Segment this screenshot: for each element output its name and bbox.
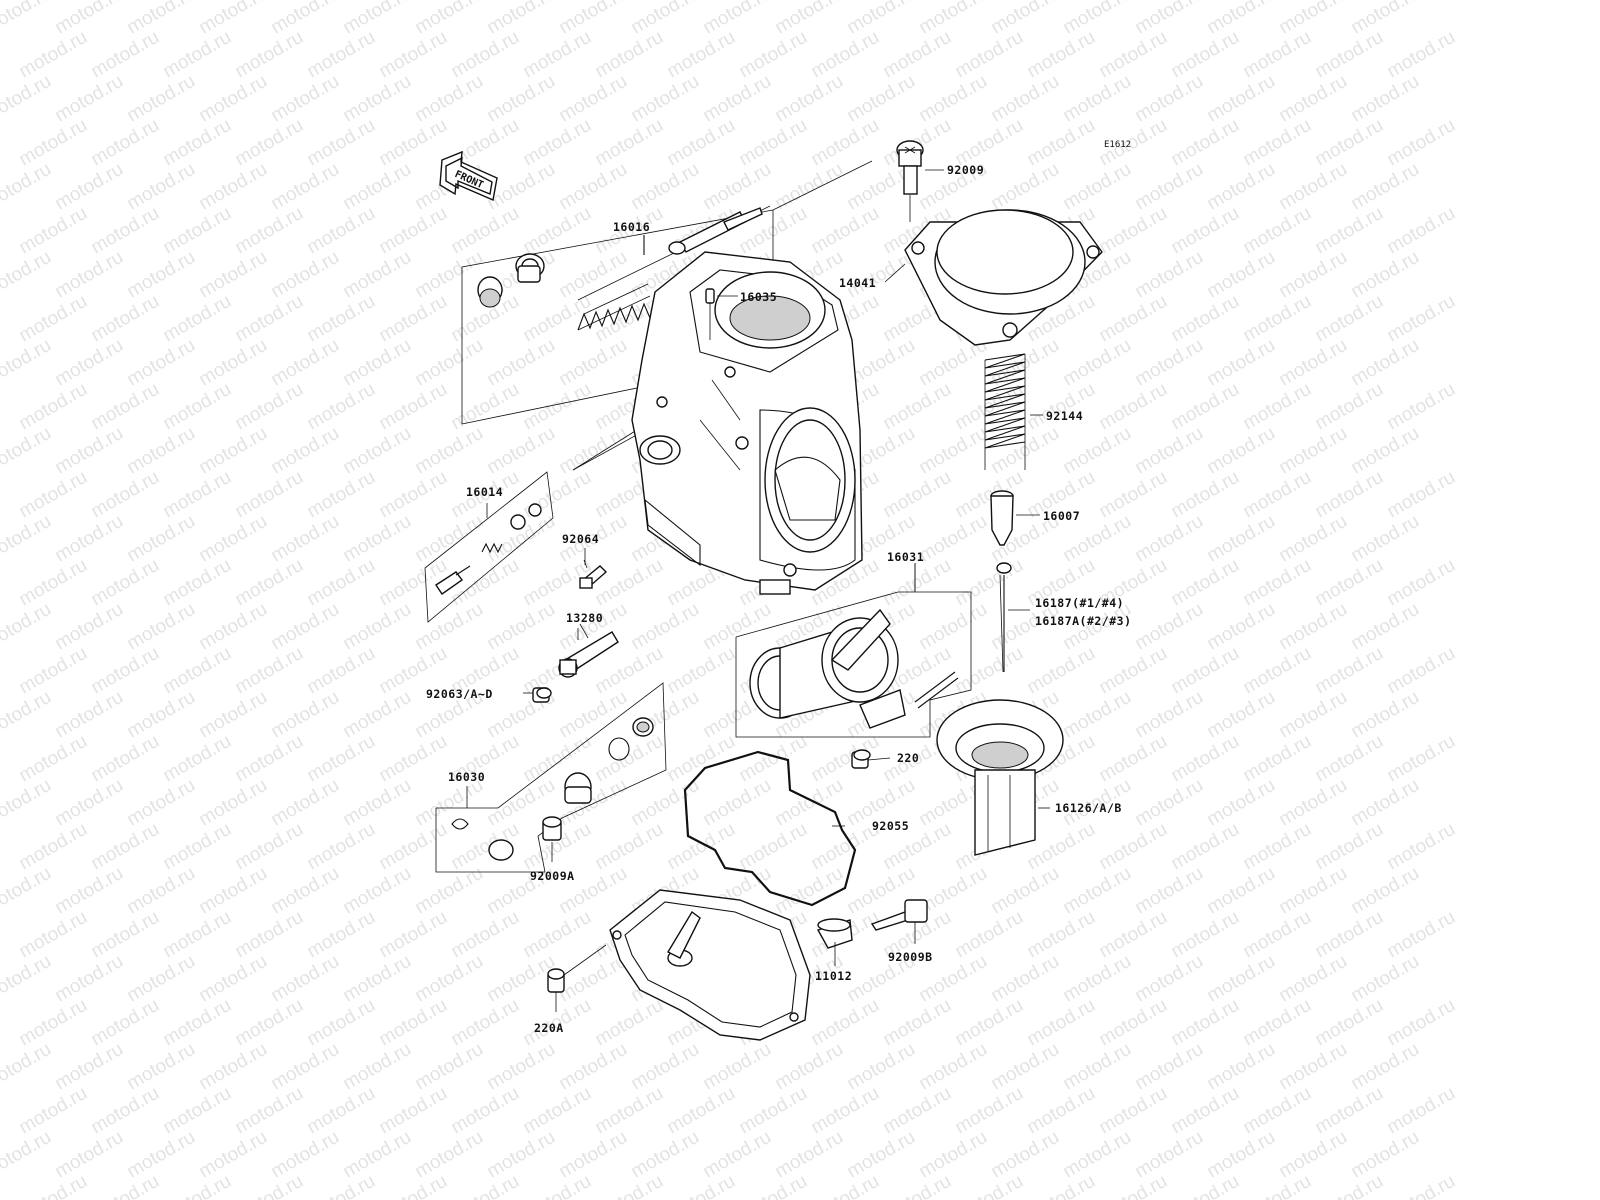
label-13280: 13280	[566, 611, 603, 625]
label-16035: 16035	[740, 290, 777, 304]
label-16016: 16016	[613, 220, 650, 234]
carburetor-body	[631, 251, 863, 595]
piston-16126	[936, 699, 1064, 856]
part-14041-cover	[884, 209, 1103, 346]
label-16187: 16187(#1/#4)	[1035, 596, 1124, 610]
float-bowl	[609, 889, 811, 1041]
label-16007: 16007	[1043, 509, 1080, 523]
assembly-16031	[735, 563, 972, 738]
assembly-16030	[435, 682, 667, 873]
label-16014: 16014	[466, 485, 503, 499]
label-92009B: 92009B	[888, 950, 933, 964]
part-92063	[523, 687, 552, 703]
label-92063: 92063/A~D	[426, 687, 493, 701]
part-220	[851, 749, 891, 769]
assembly-16014	[424, 471, 554, 623]
part-92009	[896, 140, 944, 222]
label-92009: 92009	[947, 163, 984, 177]
label-14041: 14041	[839, 276, 876, 290]
front-arrow-icon: FRONT	[439, 150, 498, 201]
needle-16187	[996, 562, 1030, 673]
part-13280	[558, 623, 619, 678]
label-92144: 92144	[1046, 409, 1083, 423]
part-92009A	[542, 816, 562, 841]
gasket-92055	[683, 750, 857, 907]
label-16031: 16031	[887, 550, 924, 564]
part-16007	[990, 490, 1040, 546]
part-92009B	[870, 899, 928, 931]
part-16035	[705, 288, 738, 340]
part-11012	[816, 918, 853, 949]
assembly-16016	[461, 160, 873, 471]
label-92055: 92055	[872, 819, 909, 833]
label-220A: 220A	[534, 1021, 564, 1035]
leader-lines	[466, 503, 916, 1012]
label-220: 220	[897, 751, 919, 765]
label-16030: 16030	[448, 770, 485, 784]
label-92064: 92064	[562, 532, 599, 546]
label-16126: 16126/A/B	[1055, 801, 1122, 815]
label-16187A: 16187A(#2/#3)	[1035, 614, 1132, 628]
part-92064	[579, 559, 608, 589]
spring-92144	[984, 353, 1043, 470]
label-92009A: 92009A	[530, 869, 575, 883]
label-11012: 11012	[815, 969, 852, 983]
diagram-code: E1612	[1104, 140, 1131, 150]
part-220A	[547, 944, 607, 993]
